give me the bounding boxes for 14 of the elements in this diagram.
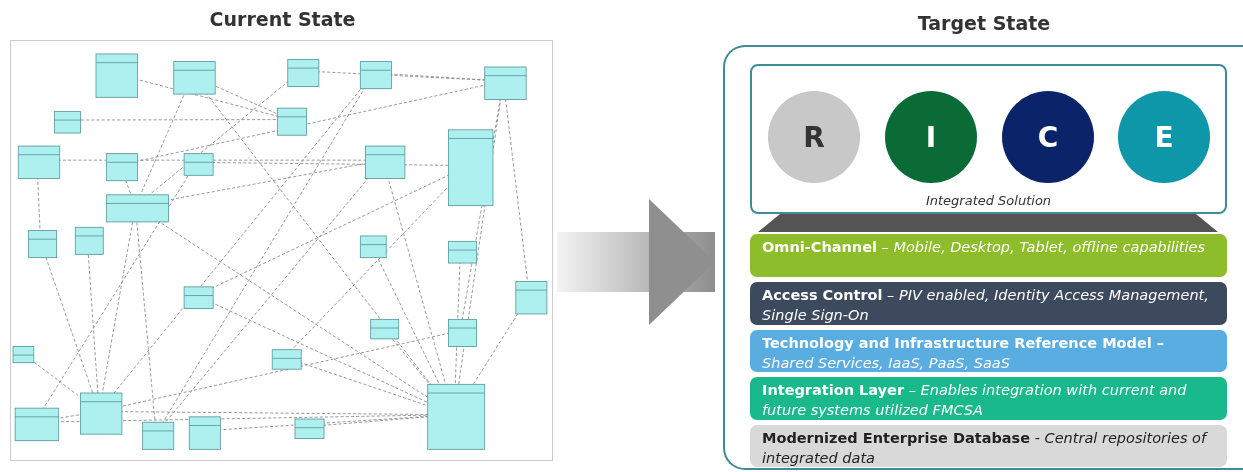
letter-circle: C <box>1002 91 1094 183</box>
panel-caption: Integrated Solution <box>924 193 1053 208</box>
layer-bar: Access Control – PIV enabled, Identity Access Management, Single Sign-On <box>750 282 1227 325</box>
letter-circle: R <box>768 91 860 183</box>
letter-circle: E <box>1118 91 1210 183</box>
section-heading: Target State <box>917 12 1051 34</box>
letter-circle: I <box>885 91 977 183</box>
layer-bar: Integration Layer – Enables integration with current and future systems utilized FMCSA <box>750 377 1227 420</box>
layer-bar: Modernized Enterprise Database - Central repositories of integrated data <box>750 425 1227 467</box>
section-heading: Current State <box>209 8 356 30</box>
solution-panel <box>750 64 1227 214</box>
layer-bar: Omni-Channel – Mobile, Desktop, Tablet, offline capabilities <box>750 234 1227 277</box>
layer-bar: Technology and Infrastructure Reference Model – Shared Services, IaaS, PaaS, SaaS <box>750 330 1227 372</box>
arrow <box>557 199 715 325</box>
